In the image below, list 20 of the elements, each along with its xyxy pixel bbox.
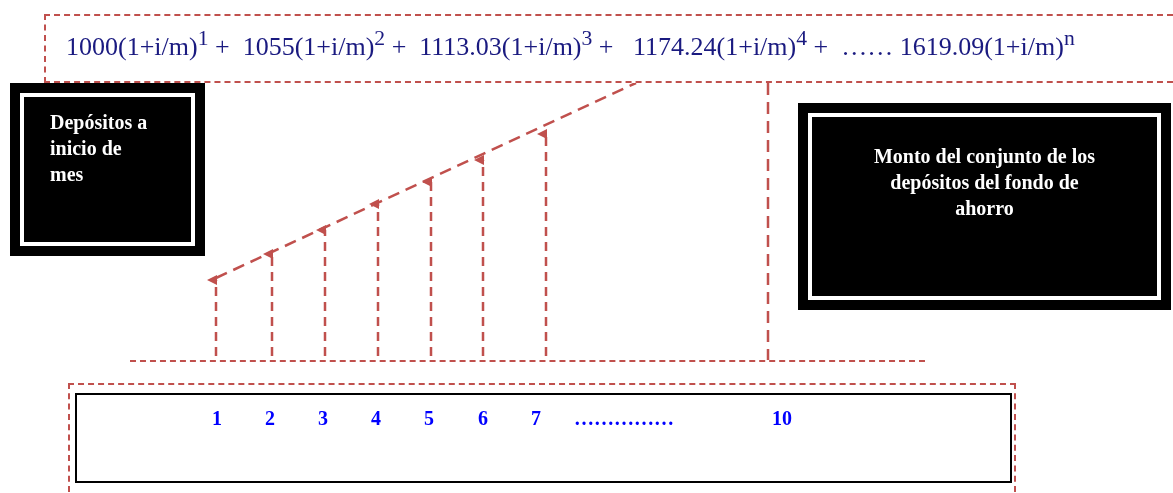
period-number: ……………	[574, 407, 674, 430]
connector-line	[215, 81, 637, 280]
period-number: 1	[212, 407, 222, 430]
axis-bar	[130, 360, 925, 364]
connector-line	[766, 83, 770, 360]
formula-box	[44, 14, 1173, 83]
period-number: 2	[265, 407, 275, 430]
period-number: 10	[772, 407, 792, 430]
deposit-arrows-drawing	[207, 129, 548, 356]
period-number: 5	[424, 407, 434, 430]
box-label: Depósitos a inicio de mes	[50, 110, 149, 187]
period-number: 6	[478, 407, 488, 430]
label-box	[10, 83, 205, 256]
period-number: 7	[531, 407, 541, 430]
formula-text: 1000(1+i/m)$^{1}$ + 1055(1+i/m)$^{2}$ + 1113.03(1+i/m)$^{3}$ + 1174.24(1+i/m)$^{4}$ + …… 1619.09(1+i/m)$^{n}$	[66, 26, 1075, 62]
period-number: 3	[318, 407, 328, 430]
timeline-panel	[68, 383, 1016, 492]
period-number: 4	[371, 407, 381, 430]
label-box	[798, 103, 1171, 310]
box-label: Monto del conjunto de los depósitos del fondo de ahorro	[872, 144, 1097, 221]
